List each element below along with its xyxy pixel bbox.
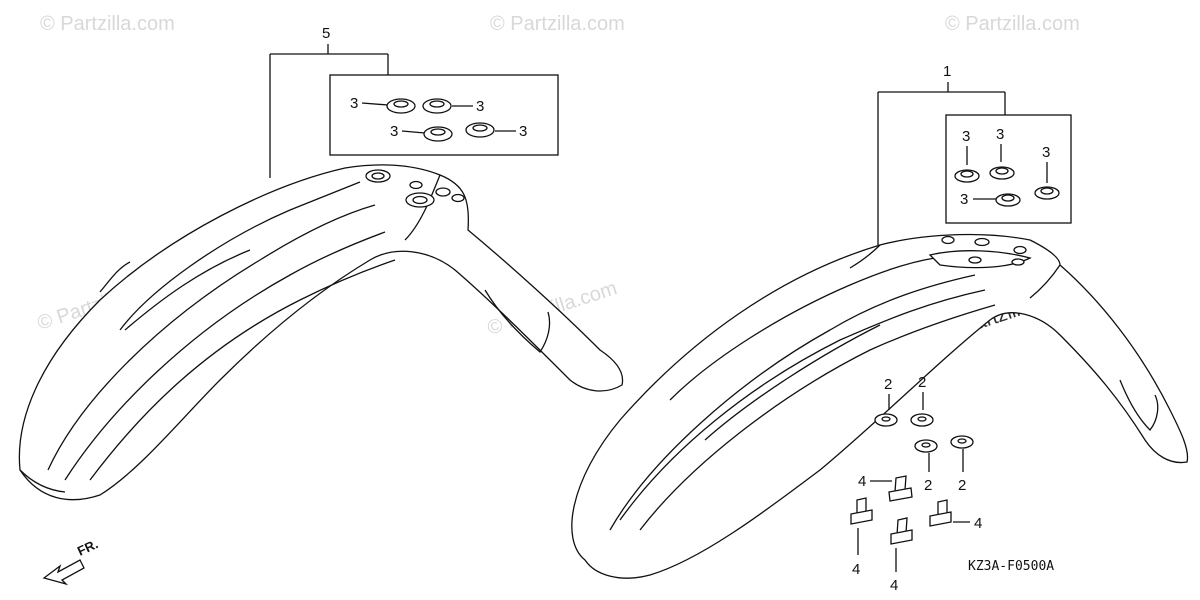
callout-3: 3	[476, 98, 484, 115]
setting-collar	[954, 169, 980, 183]
setting-collar	[422, 98, 452, 114]
bolt-group: 4 4 4 4	[850, 473, 982, 594]
setting-collar	[386, 98, 416, 114]
callout-3: 3	[390, 123, 398, 140]
bolt	[890, 517, 913, 545]
washer	[950, 435, 974, 449]
front-direction-arrow: FR.	[42, 536, 100, 586]
diagram-code: KZ3A-F0500A	[968, 559, 1054, 574]
callout-2: 2	[958, 477, 966, 494]
callout-3: 3	[350, 95, 358, 112]
front-fender-right	[571, 233, 1189, 579]
callout-2: 2	[918, 374, 926, 391]
front-arrow-label: FR.	[75, 536, 100, 558]
callout-4: 4	[852, 561, 860, 578]
setting-collar	[1034, 186, 1060, 200]
washer	[914, 439, 938, 453]
callout-3: 3	[996, 126, 1004, 143]
callout-5: 5	[322, 25, 330, 42]
callout-3: 3	[962, 128, 970, 145]
front-fender-left	[18, 164, 624, 501]
setting-collar	[995, 193, 1021, 207]
watermark: © Partzilla.com	[945, 13, 1080, 35]
setting-collar	[465, 122, 495, 138]
watermark: © Partzilla.com	[490, 13, 625, 35]
callout-3: 3	[519, 123, 527, 140]
collar-group-box-right: 3 3 3 3	[945, 114, 1072, 224]
watermark: © Partzilla.com	[40, 13, 175, 35]
callout-2: 2	[924, 477, 932, 494]
callout-3: 3	[1042, 144, 1050, 161]
collar-group-box-left: 3 3 3 3	[329, 74, 559, 156]
bolt	[888, 475, 913, 502]
callout-2: 2	[884, 376, 892, 393]
setting-collar	[423, 126, 453, 142]
bolt	[850, 497, 873, 525]
setting-collar	[989, 166, 1015, 180]
washer	[874, 413, 898, 427]
callout-3: 3	[960, 191, 968, 208]
bolt	[929, 499, 952, 527]
callout-4: 4	[974, 515, 982, 532]
washer-group: 2 2 2 2	[874, 374, 974, 494]
washer	[910, 413, 934, 427]
callout-4: 4	[890, 577, 898, 594]
callout-1: 1	[943, 63, 951, 80]
callout-4: 4	[858, 473, 866, 490]
